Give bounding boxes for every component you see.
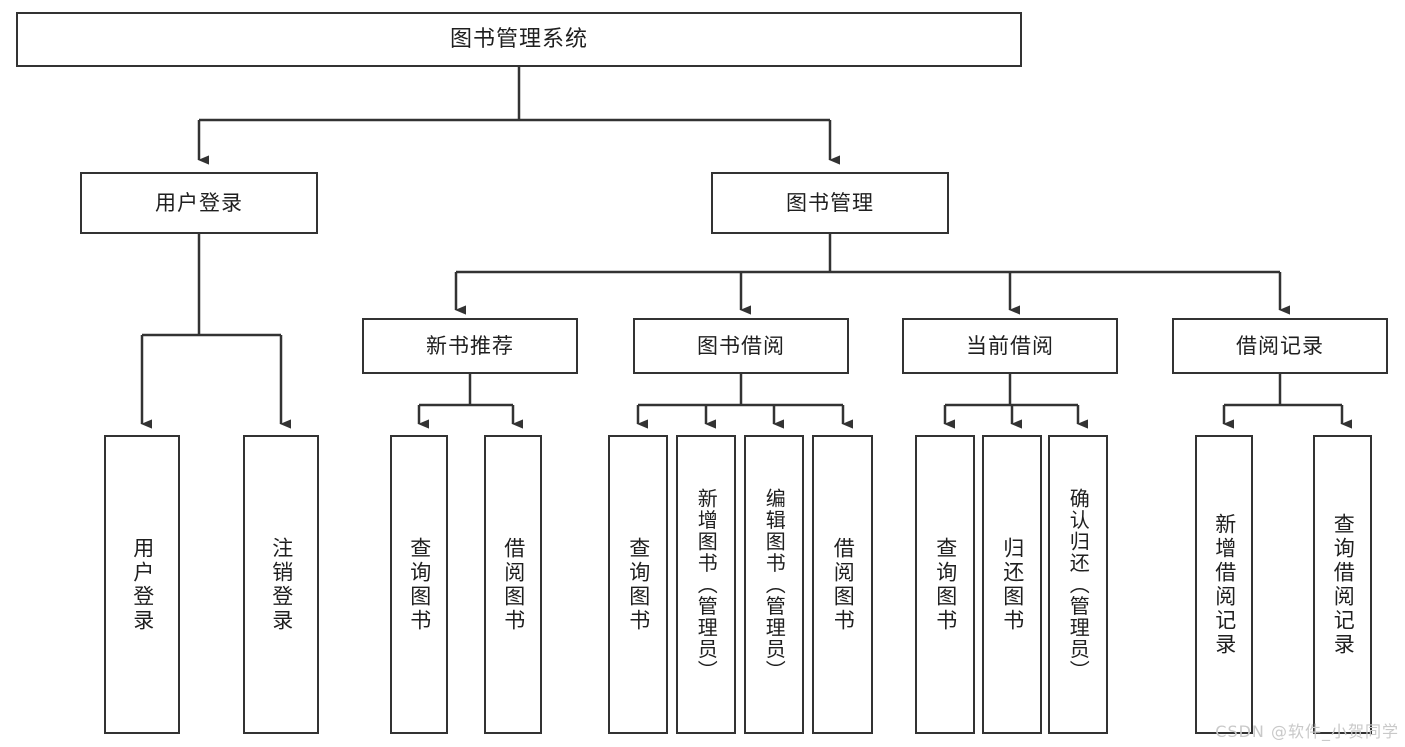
node-label: 图书管理系统 — [449, 26, 588, 52]
node-label: 查询借阅记录 — [1331, 512, 1356, 657]
node-label: 编辑图书（管理员） — [762, 487, 787, 682]
node-label: 用户登录 — [130, 536, 155, 633]
node-current-borrow[interactable]: 当前借阅 — [902, 318, 1118, 374]
leaf-borrow-add-book-admin[interactable]: 新增图书（管理员） — [676, 435, 736, 734]
watermark: CSDN @软件_小贺同学 — [1215, 722, 1399, 741]
node-new-book-recommend[interactable]: 新书推荐 — [362, 318, 578, 374]
node-label: 新增图书（管理员） — [694, 487, 719, 682]
leaf-current-return-book[interactable]: 归还图书 — [982, 435, 1042, 734]
node-label: 借阅图书 — [501, 536, 526, 633]
node-label: 归还图书 — [1000, 536, 1025, 633]
node-label: 图书管理 — [786, 190, 874, 215]
node-label: 借阅记录 — [1236, 333, 1324, 358]
leaf-borrow-edit-book-admin[interactable]: 编辑图书（管理员） — [744, 435, 804, 734]
node-book-borrow[interactable]: 图书借阅 — [633, 318, 849, 374]
leaf-record-add-borrow-record[interactable]: 新增借阅记录 — [1195, 435, 1253, 734]
node-label: 新书推荐 — [426, 333, 514, 358]
node-label: 注销登录 — [269, 536, 294, 633]
leaf-borrow-query-book[interactable]: 查询图书 — [608, 435, 668, 734]
node-label: 当前借阅 — [966, 333, 1054, 358]
node-label: 查询图书 — [933, 536, 958, 633]
node-book-management[interactable]: 图书管理 — [711, 172, 949, 234]
leaf-recommend-query-book[interactable]: 查询图书 — [390, 435, 448, 734]
leaf-current-query-book[interactable]: 查询图书 — [915, 435, 975, 734]
leaf-current-confirm-return-admin[interactable]: 确认归还（管理员） — [1048, 435, 1108, 734]
leaf-record-query-borrow-record[interactable]: 查询借阅记录 — [1313, 435, 1372, 734]
leaf-user-logout[interactable]: 注销登录 — [243, 435, 319, 734]
leaf-borrow-borrow-book[interactable]: 借阅图书 — [812, 435, 873, 734]
node-label: 借阅图书 — [831, 536, 856, 633]
node-label: 图书借阅 — [697, 333, 785, 358]
node-label: 新增借阅记录 — [1212, 512, 1237, 657]
leaf-recommend-borrow-book[interactable]: 借阅图书 — [484, 435, 542, 734]
node-root-system[interactable]: 图书管理系统 — [16, 12, 1022, 67]
node-label: 查询图书 — [407, 536, 432, 633]
node-label: 查询图书 — [626, 536, 651, 633]
node-label: 用户登录 — [155, 190, 243, 215]
leaf-user-login[interactable]: 用户登录 — [104, 435, 180, 734]
node-label: 确认归还（管理员） — [1066, 487, 1091, 682]
node-user-login[interactable]: 用户登录 — [80, 172, 318, 234]
node-borrow-record[interactable]: 借阅记录 — [1172, 318, 1388, 374]
